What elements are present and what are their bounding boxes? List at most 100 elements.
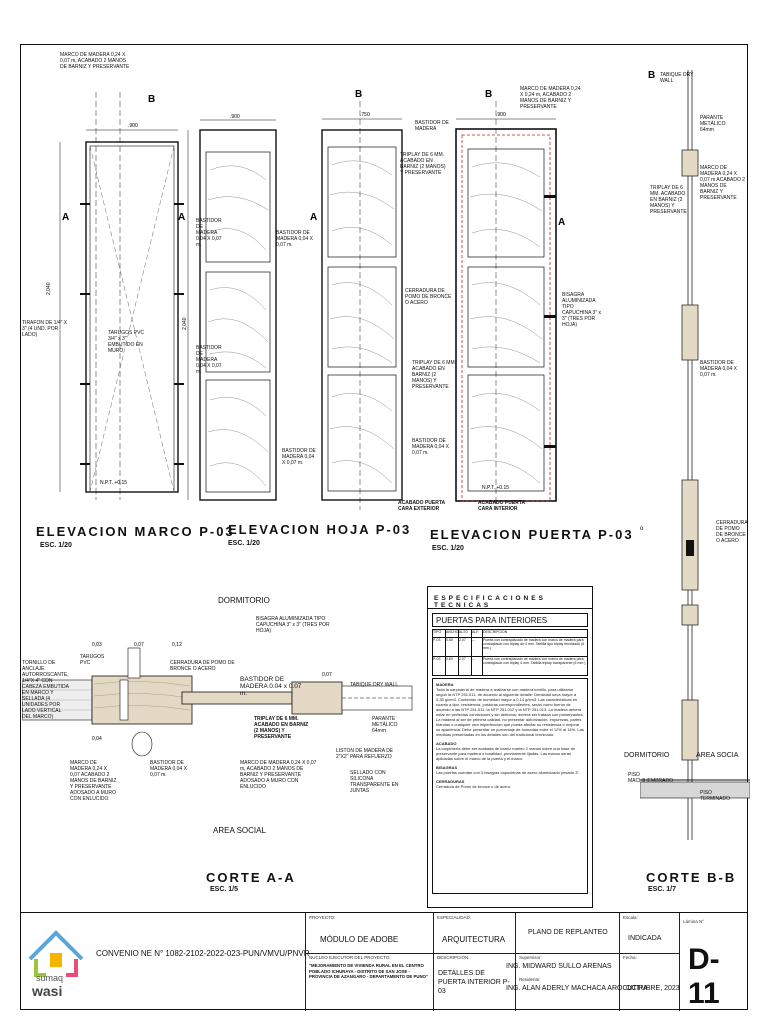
corte-aa-note-m: BASTIDOR DE MADERA 0,04 X 0,07 m.: [150, 760, 187, 778]
corte-aa-note-j: LISTON DE MADERA DE 2"X2" PARA REFUERZO: [336, 748, 394, 760]
elevacion-puerta-title: ELEVACION PUERTA P-03: [430, 527, 634, 542]
puerta-dim-total: .900: [496, 112, 506, 118]
specs-cell: 0.80: [446, 638, 459, 656]
title-block: sumaq wasi CONVENIO NE N° 1082-2102-2022…: [20, 912, 748, 1011]
nucleo-label: NUCLEO EJECUTOR DEL PROYECTO:: [309, 955, 391, 960]
descripcion-value: DETALLES DE PUERTA INTERIOR P-03: [438, 970, 510, 995]
corte-aa-note-e: TRIPLAY DE 6 MM. ACABADO EN BARNIZ (2 MA…: [254, 716, 309, 740]
specs-header: ESPECIFICACIONES TECNICAS: [428, 587, 592, 609]
descripcion-label: DESCRIPCION:: [437, 955, 470, 960]
marco-dim-width: .900: [128, 123, 138, 129]
puerta-note-h: BISAGRA ALUMINIZADA TIPO CAPUCHINA 3" x …: [562, 292, 602, 328]
specs-th-2: ALTO: [459, 630, 472, 637]
corte-aa-note-b: CERRADURA DE POMO DE BRONCE O ACERO: [170, 660, 235, 672]
specs-th-0: TIPO: [433, 630, 446, 637]
corte-aa-room-top: DORMITORIO: [218, 596, 270, 605]
puerta-note-exterior: ACABADO PUERTA CARA EXTERIOR: [398, 500, 445, 512]
corte-bb-note-b: PARANTE METÁLICO 64mm: [700, 115, 726, 133]
svg-text:A: A: [310, 212, 317, 223]
specs-acabado-title: ACABADO: [436, 741, 457, 746]
lamina-label: Lámina N°: [683, 919, 705, 924]
corte-bb-drawing: B o: [640, 70, 750, 840]
puerta-dim-hoja: .750: [360, 112, 370, 118]
svg-text:B: B: [485, 89, 492, 100]
corte-aa-note-f: MARCO DE MADERA 0,24 X 0,07 m, ACABADO 2…: [240, 760, 317, 790]
corte-aa-note-i: PARANTE METÁLICO 64mm: [372, 716, 398, 734]
drawing-sheet-border: [20, 44, 748, 1010]
corte-bb-note-f: CERRADURA DE POMO DE BRONCE O ACERO: [716, 520, 748, 544]
specs-cell: Puerta con contraplacado de madera con m…: [483, 657, 586, 665]
specs-body: MADERA Toda la carpintería de madera a r…: [432, 678, 588, 894]
svg-text:A: A: [558, 217, 565, 228]
corte-bb-note-g: PISO MACHIHEMBRADO: [628, 772, 674, 784]
hoja-note-c: BASTIDOR DE MADERA 0,04 X 0,07 m.: [282, 448, 316, 466]
aa-dim-3: 0,07: [322, 672, 332, 678]
corte-bb-scale: ESC. 1/7: [648, 886, 677, 893]
elevacion-puerta-scale: ESC. 1/20: [432, 545, 464, 552]
puerta-note-interior: ACABADO PUERTA CARA INTERIOR: [478, 500, 525, 512]
hoja-dim-width: .900: [230, 114, 240, 120]
residente-value: ING. ALAN ADERLY MACHACA AROCUTIPA: [506, 985, 648, 992]
corte-aa-scale: ESC. 1/5: [210, 886, 239, 893]
aa-dim-2: 0,12: [172, 642, 182, 648]
aa-dim-4: 0,04: [92, 736, 102, 742]
specs-th-3: ALF.: [472, 630, 483, 637]
supervisor-value: ING. MIDWARD SULLO ARENAS: [506, 963, 612, 970]
specs-box: ESPECIFICACIONES TECNICAS PUERTAS PARA I…: [427, 586, 593, 908]
escala-label: Escala:: [623, 915, 638, 920]
plano-label: PLANO DE REPLANTEO: [528, 929, 608, 936]
supervisor-label: Supervisor:: [519, 955, 542, 960]
fecha-label: Fecha:: [623, 955, 637, 960]
specs-bisagra-title: BISAGRAS: [436, 765, 458, 770]
specs-madera-title: MADERA: [436, 682, 454, 687]
corte-aa-note-c: TORNILLO DE ANCLAJE AUTORROSCANTE, 1/4"X…: [22, 660, 69, 720]
marco-npt: N.P.T. +0.15: [100, 480, 127, 486]
marco-note-top: MARCO DE MADERA 0,24 X 0,07 m, ACABADO 2…: [60, 52, 130, 70]
svg-text:A: A: [178, 212, 185, 223]
elevacion-hoja-scale: ESC. 1/20: [228, 540, 260, 547]
specs-cell: 0.80: [446, 657, 459, 675]
corte-aa-title: CORTE A-A: [206, 870, 296, 885]
corte-aa-room-bottom: AREA SOCIAL: [213, 826, 266, 835]
nucleo-value: "MEJORAMIENTO DE VIVIENDA RURAL EN EL CE…: [309, 963, 428, 979]
table-row: P-03 0.80 2.07 --- Puerta con contraplac…: [433, 657, 587, 675]
corte-bb-title: CORTE B-B: [646, 870, 737, 885]
aa-dim-0: 0,03: [92, 642, 102, 648]
corte-bb-note-a: TABIQUE DRY WALL: [660, 72, 694, 84]
specs-madera-text: Toda la carpintería de madera a realizar…: [436, 687, 584, 737]
corte-bb-room-right: AREA SOCIA: [696, 752, 739, 759]
especialidad-label: ESPECIALIDAD:: [437, 915, 472, 920]
svg-text:B: B: [648, 70, 655, 81]
corte-aa-note-l: TARUGOS PVC: [80, 654, 105, 666]
specs-th-4: DESCRIPCION: [483, 630, 508, 634]
svg-text:B: B: [148, 94, 155, 105]
escala-value: INDICADA: [628, 935, 662, 942]
residente-label: Residente:: [519, 977, 541, 982]
specs-cerradura-title: CERRADURAS: [436, 779, 465, 784]
logo-text-wasi: wasi: [32, 983, 63, 999]
specs-cerradura-text: Cerradura de Pomo de bronce o de acero.: [436, 784, 512, 789]
corte-bb-note-d: TRIPLAY DE 6 MM. ACABADO EN BARNIZ (2 MA…: [650, 185, 687, 215]
puerta-note-g: MARCO DE MADERA 0,24 X 0,24 m, ACABADO 2…: [520, 86, 581, 110]
elevacion-hoja-title: ELEVACION HOJA P-03: [228, 522, 412, 537]
fecha-value: OCTUBRE, 2023: [626, 985, 680, 992]
proyecto-value: MÓDULO DE ADOBE: [320, 935, 399, 944]
proyecto-label: PROYECTO:: [309, 915, 336, 920]
hoja-dim-height: 2,040: [182, 317, 188, 330]
corte-bb-note-e: BASTIDOR DE MADERA 0,04 X 0,07 m.: [700, 360, 737, 378]
svg-text:o: o: [640, 526, 644, 532]
puerta-note-f: BASTIDOR DE MADERA 0,04 X 0,07 m.: [412, 438, 449, 456]
specs-subheader: PUERTAS PARA INTERIORES: [432, 613, 588, 627]
specs-th-1: ANCHO: [446, 630, 459, 637]
specs-table: TIPO ANCHO ALTO ALF. DESCRIPCION P-03 0.…: [432, 629, 588, 676]
svg-text:A: A: [62, 212, 69, 223]
hoja-note-b: BASTIDOR DE MADERA 0,04 X 0,07 m.: [196, 345, 222, 375]
lamina-value: D-11: [688, 943, 720, 1010]
marco-dim-height: 2,040: [46, 282, 52, 295]
elevacion-puerta-hoja-drawing: B A .750: [310, 89, 403, 510]
sumaq-wasi-logo: [28, 930, 84, 977]
corte-aa-note-a: BISAGRA ALUMINIZADA TIPO CAPUCHINA 3" x …: [256, 616, 330, 634]
hoja-note-a: BASTIDOR DE MADERA 0,04 X 0,07 m.: [196, 218, 222, 248]
puerta-note-e: TRIPLAY DE 6 MM. ACABADO EN BARNIZ (2 MA…: [412, 360, 456, 390]
specs-cell: ---: [472, 657, 483, 675]
